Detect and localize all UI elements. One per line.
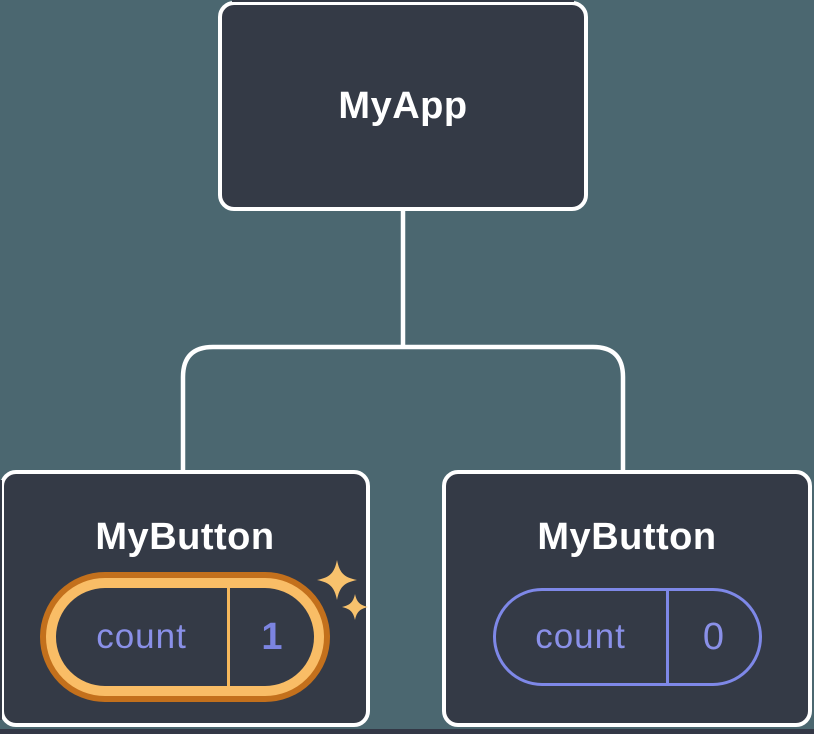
node-label-row: MyButton <box>95 514 274 560</box>
sparkle-small-star <box>342 594 368 620</box>
left-edge-clip-artifact <box>0 480 2 720</box>
node-label-mybutton-1: MyButton <box>95 515 275 558</box>
node-label-mybutton-2: MyButton <box>537 515 717 558</box>
node-label-row: MyButton <box>537 514 716 560</box>
tree-node-mybutton-highlighted: MyButton count 1 <box>0 470 370 727</box>
node-label-myapp: MyApp <box>338 84 468 127</box>
sparkle-large-star <box>317 560 357 600</box>
top-edge-clip-artifact <box>232 0 574 2</box>
state-pill-row: count 0 <box>492 572 762 702</box>
state-value-label: 0 <box>702 615 725 658</box>
state-key-label: count <box>96 617 187 656</box>
state-highlight-ring: count 1 <box>40 572 330 702</box>
state-value-cell: 1 <box>230 588 314 686</box>
state-value-label: 1 <box>261 615 283 658</box>
state-key-cell: count <box>56 588 227 686</box>
pill-divider <box>227 588 230 686</box>
state-pill-row: count 1 <box>40 560 368 702</box>
state-value-cell: 0 <box>669 591 759 683</box>
state-key-label: count <box>535 617 626 656</box>
pill-divider <box>665 591 669 683</box>
tree-node-myapp: MyApp <box>218 1 588 211</box>
connector-branch-bracket <box>180 344 626 471</box>
bottom-edge-strip <box>0 729 814 734</box>
state-key-cell: count <box>496 591 666 683</box>
state-badge-count-1: count 1 <box>56 588 314 686</box>
tree-node-mybutton-plain: MyButton count 0 <box>442 470 812 727</box>
state-badge-count-0: count 0 <box>492 588 762 686</box>
